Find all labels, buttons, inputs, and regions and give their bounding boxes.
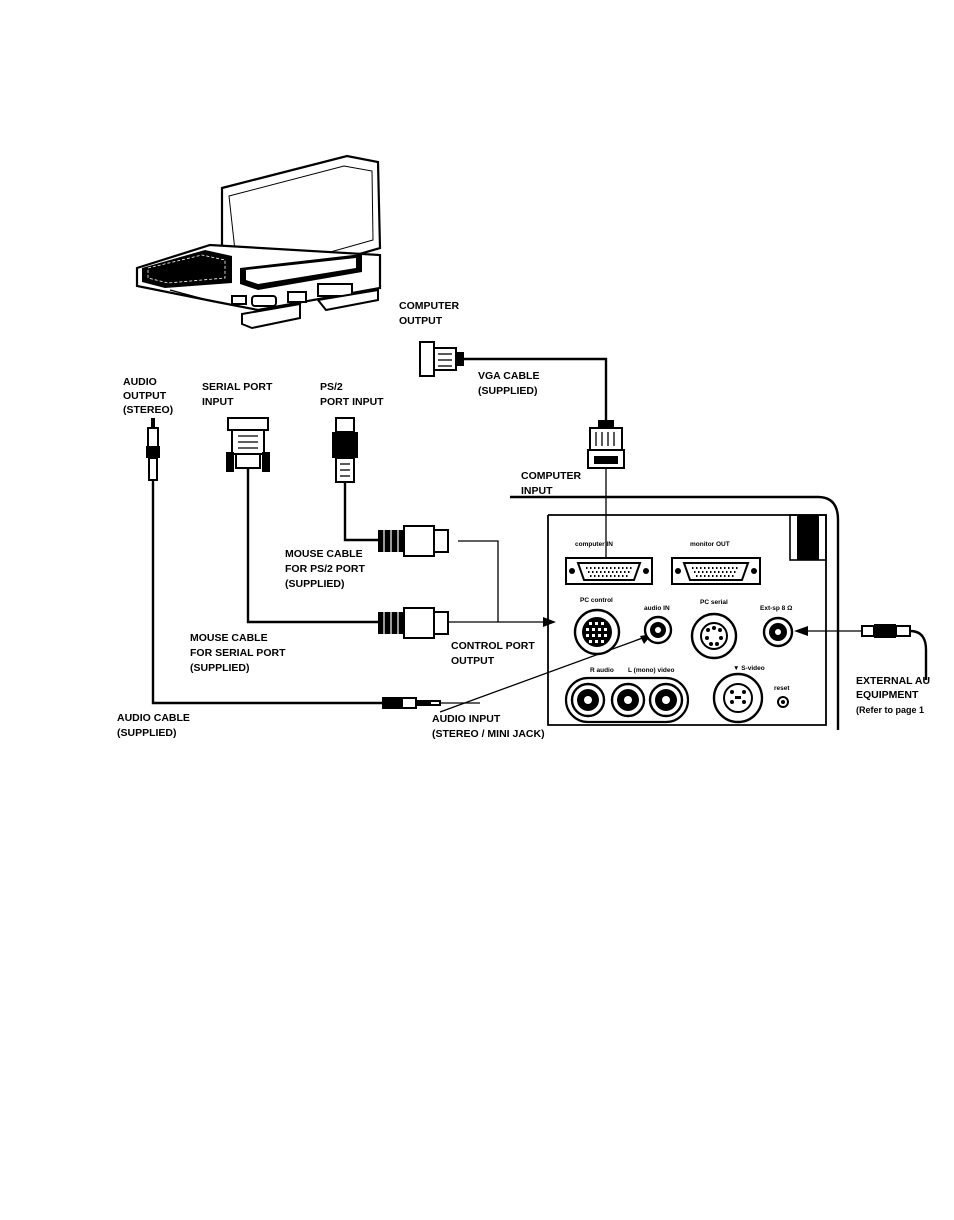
label-mouse-cable-ps2: MOUSE CABLE FOR PS/2 PORT (SUPPLIED) [285,548,366,590]
svg-text:Ext-sp 8 Ω: Ext-sp 8 Ω [760,605,792,612]
svg-text:VGA CABLE: VGA CABLE [478,370,539,382]
label-audio-cable: AUDIO CABLE (SUPPLIED) [117,712,190,739]
svg-text:computer IN: computer IN [575,541,613,548]
external-audio-connector [794,624,928,680]
label-computer-input: COMPUTER INPUT [521,470,582,497]
svg-text:monitor OUT: monitor OUT [690,541,730,548]
svg-text:OUTPUT: OUTPUT [451,655,495,667]
svg-text:OUTPUT: OUTPUT [123,390,167,402]
svg-text:R audio: R audio [590,667,614,674]
computer-in-port: computer IN [565,541,653,585]
rca-audio-video-ports: R audio L (mono) video [564,667,690,724]
svg-text:FOR SERIAL PORT: FOR SERIAL PORT [190,647,286,659]
svg-text:AUDIO: AUDIO [123,376,157,388]
svg-text:L (mono) video: L (mono) video [628,667,674,674]
projector-rear-panel: computer IN monitor OUT [510,495,840,730]
audio-in-port: audio IN [643,605,673,645]
label-serial-port-input: SERIAL PORT INPUT [202,381,273,408]
rca-l-audio-jack [610,682,646,718]
monitor-out-port: monitor OUT [671,541,761,585]
svg-text:(SUPPLIED): (SUPPLIED) [190,662,250,674]
svg-text:▼ S-video: ▼ S-video [733,665,765,672]
rca-r-audio-jack [570,682,606,718]
vga-cable [419,341,625,560]
pc-control-port: PC control [573,597,621,656]
svg-text:COMPUTER: COMPUTER [521,470,582,482]
svg-text:reset: reset [774,685,790,692]
label-control-port-output: CONTROL PORT OUTPUT [451,640,535,667]
rca-video-jack [648,682,684,718]
svg-text:PC control: PC control [580,597,613,604]
audio-cable [146,418,652,713]
ps2-mouse-cable [332,417,499,622]
ext-sp-port: Ext-sp 8 Ω [760,605,794,648]
label-computer-output: COMPUTER OUTPUT [399,300,460,327]
svg-text:CONTROL PORT: CONTROL PORT [451,640,535,652]
control-port-arrow [470,617,556,627]
svg-text:audio IN: audio IN [644,605,670,612]
svg-text:(STEREO / MINI JACK): (STEREO / MINI JACK) [432,728,545,740]
label-external-audio: EXTERNAL AU EQUIPMENT (Refer to page 1 [856,675,930,715]
svg-text:COMPUTER: COMPUTER [399,300,460,312]
label-audio-input: AUDIO INPUT (STEREO / MINI JACK) [432,713,545,740]
label-vga-cable: VGA CABLE (SUPPLIED) [478,370,539,397]
svg-text:(STEREO): (STEREO) [123,404,173,416]
svg-text:(SUPPLIED): (SUPPLIED) [478,385,538,397]
laptop-computer [135,154,382,330]
svg-text:AUDIO CABLE: AUDIO CABLE [117,712,190,724]
s-video-port: ▼ S-video [712,665,765,724]
svg-text:PS/2: PS/2 [320,381,343,393]
svg-text:INPUT: INPUT [521,485,553,497]
label-audio-output: AUDIO OUTPUT (STEREO) [123,376,173,416]
svg-text:FOR PS/2 PORT: FOR PS/2 PORT [285,563,366,575]
svg-text:MOUSE CABLE: MOUSE CABLE [285,548,363,560]
label-ps2-port-input: PS/2 PORT INPUT [320,381,384,408]
svg-text:INPUT: INPUT [202,396,234,408]
svg-text:AUDIO INPUT: AUDIO INPUT [432,713,501,725]
svg-text:PORT INPUT: PORT INPUT [320,396,384,408]
svg-text:MOUSE CABLE: MOUSE CABLE [190,632,268,644]
serial-mouse-cable [226,417,470,639]
svg-text:EQUIPMENT: EQUIPMENT [856,689,919,701]
svg-text:EXTERNAL AU: EXTERNAL AU [856,675,930,687]
svg-text:(SUPPLIED): (SUPPLIED) [285,578,345,590]
reset-button: reset [774,685,790,708]
svg-text:(SUPPLIED): (SUPPLIED) [117,727,177,739]
svg-text:PC serial: PC serial [700,599,728,606]
svg-text:(Refer to page 1: (Refer to page 1 [856,705,924,715]
svg-text:SERIAL PORT: SERIAL PORT [202,381,273,393]
svg-text:OUTPUT: OUTPUT [399,315,443,327]
label-mouse-cable-serial: MOUSE CABLE FOR SERIAL PORT (SUPPLIED) [190,632,286,674]
pc-serial-port: PC serial [690,599,738,660]
